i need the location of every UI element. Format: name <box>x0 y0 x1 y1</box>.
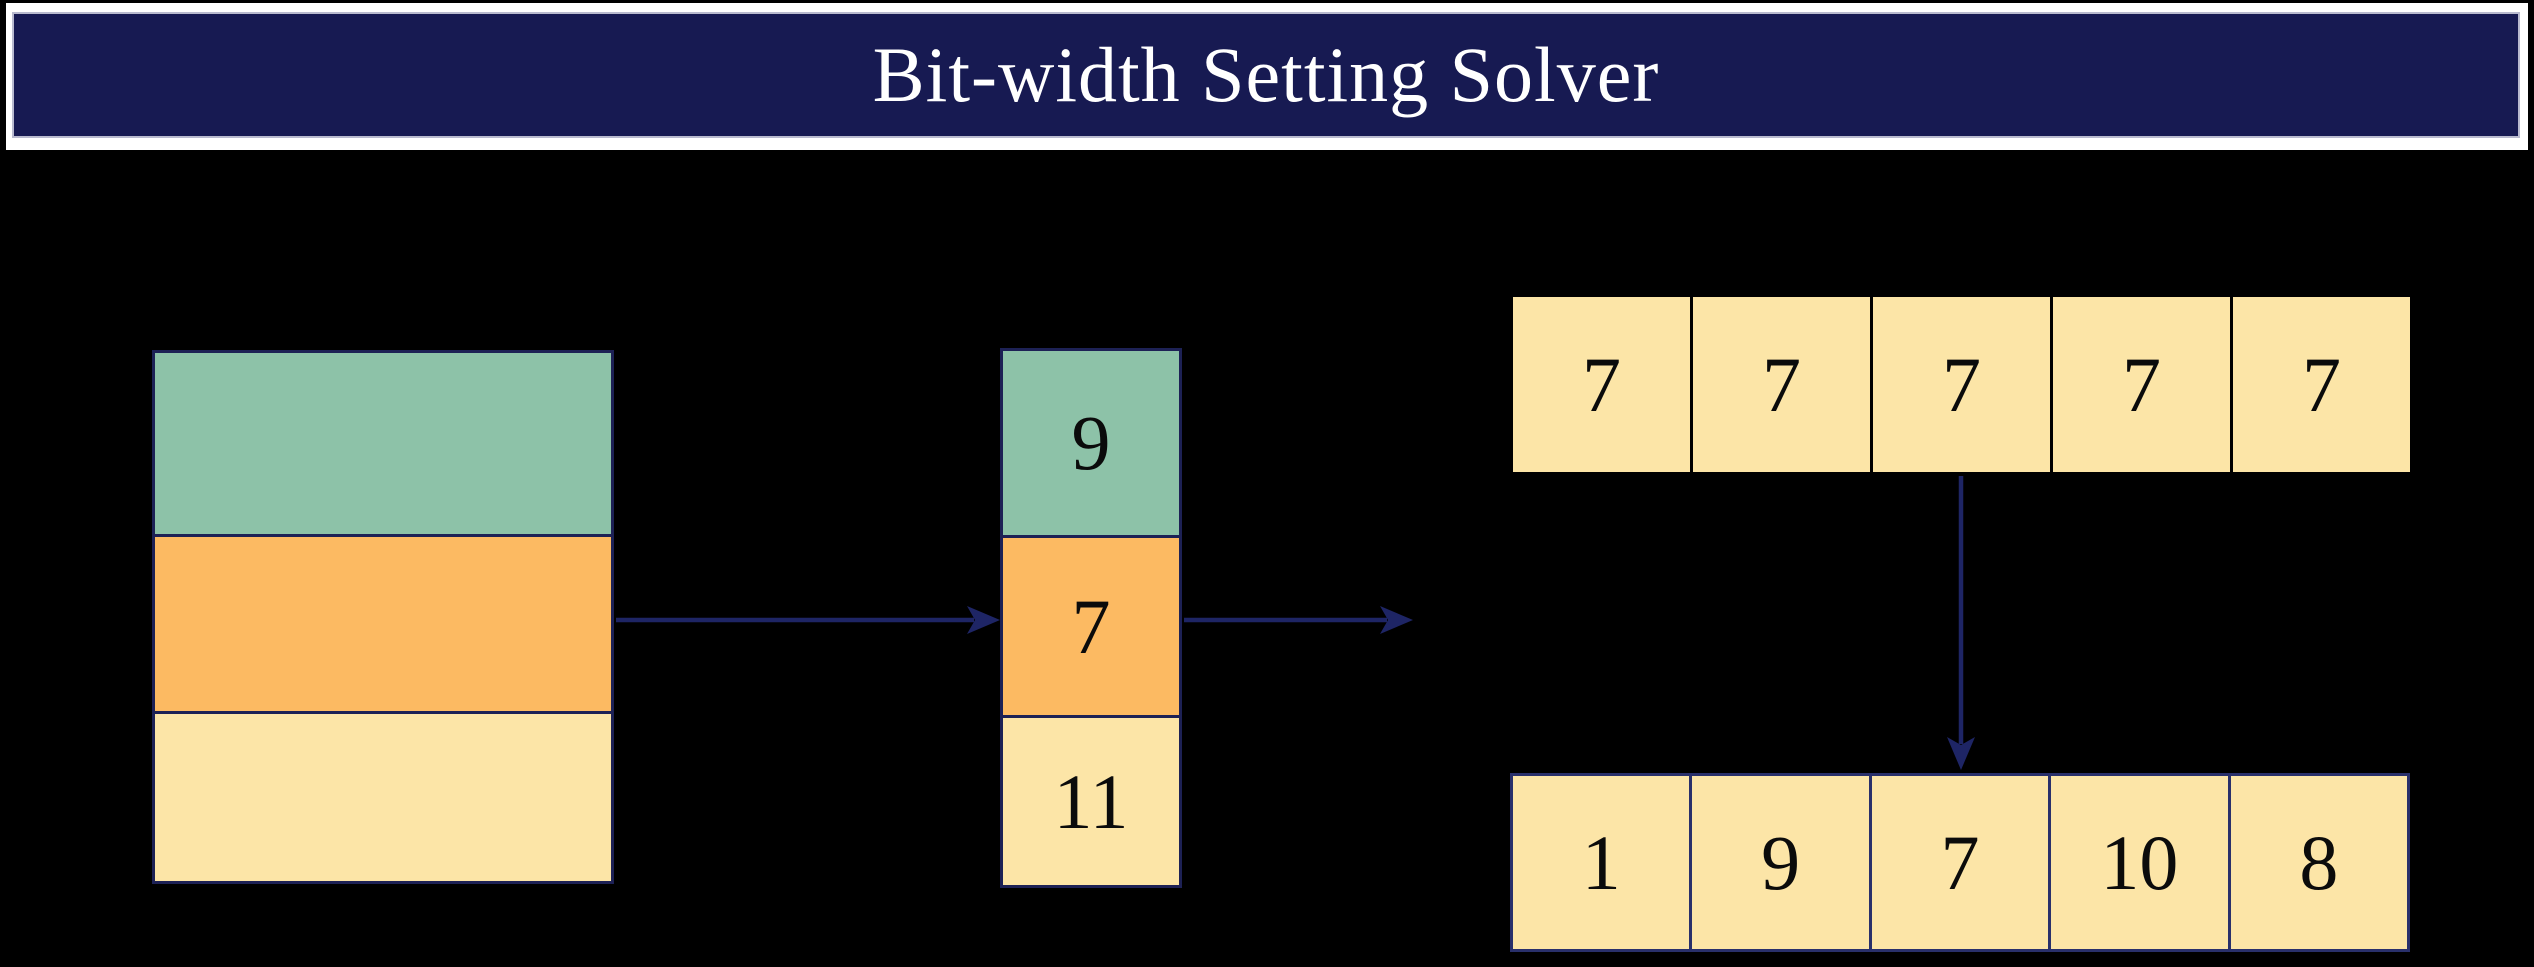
uniform-cell: 7 <box>1513 297 1690 472</box>
title-box: Bit-width Setting Solver <box>12 12 2520 138</box>
input-stack <box>152 350 614 884</box>
solution-row: 1 9 7 10 8 <box>1510 773 2410 952</box>
uniform-cell: 7 <box>1690 297 1870 472</box>
uniform-bitwidth-row: 7 7 7 7 7 <box>1510 294 2413 475</box>
figure-title: Bit-width Setting Solver <box>872 31 1660 118</box>
bitwidth-stack: 9 7 11 <box>1000 348 1182 888</box>
title-band: Bit-width Setting Solver <box>6 3 2528 150</box>
solution-cell: 10 <box>2048 776 2228 949</box>
uniform-cell: 7 <box>2050 297 2230 472</box>
uniform-cell: 7 <box>1870 297 2050 472</box>
bitwidth-value: 7 <box>1071 582 1111 670</box>
arrow-row-to-solution <box>1947 476 1975 770</box>
bitwidth-cell-green: 9 <box>1003 351 1179 535</box>
bitwidth-value: 9 <box>1071 399 1111 486</box>
arrow-stack-to-right <box>1184 606 1413 634</box>
solution-cell: 7 <box>1868 776 2049 949</box>
uniform-cell: 7 <box>2230 297 2410 472</box>
solution-cell: 8 <box>2227 776 2408 949</box>
solution-cell: 1 <box>1513 776 1690 949</box>
input-segment-orange <box>155 534 611 711</box>
solution-cell: 9 <box>1689 776 1869 949</box>
input-segment-green <box>155 353 611 534</box>
arrow-input-to-stack <box>616 606 1000 634</box>
input-segment-yellow <box>155 711 611 881</box>
bitwidth-cell-orange: 7 <box>1003 535 1179 715</box>
bitwidth-value: 11 <box>1053 757 1129 845</box>
bitwidth-cell-yellow: 11 <box>1003 715 1179 885</box>
